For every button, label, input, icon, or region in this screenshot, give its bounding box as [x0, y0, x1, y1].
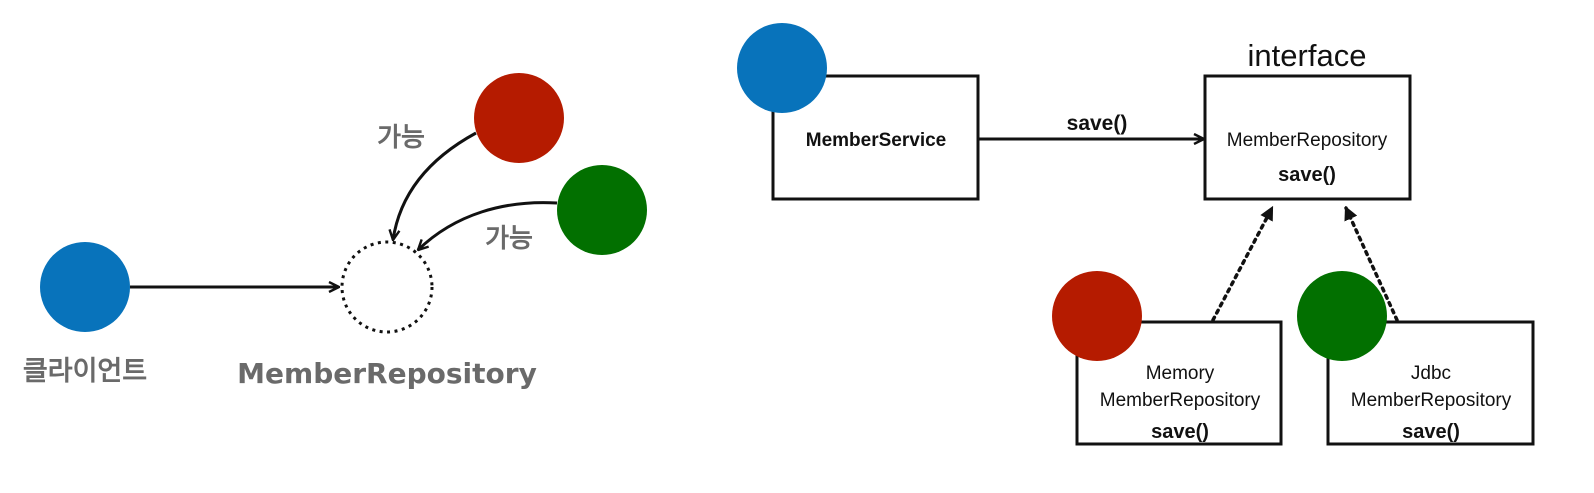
- interface-label: interface: [1248, 38, 1367, 73]
- member-repository-interface-box: [1203, 74, 1412, 201]
- right-diagram: interface MemberService save() MemberRep…: [737, 23, 1535, 446]
- jdbc-implements-arrow: [1344, 205, 1399, 322]
- client-label: 클라이언트: [23, 356, 147, 387]
- left-diagram: 클라이언트 MemberRepository 가능 가능: [23, 73, 647, 390]
- jdbc-box-line2: MemberRepository: [1351, 390, 1512, 411]
- memory-circle: [1052, 271, 1142, 361]
- member-service-label: MemberService: [806, 130, 946, 151]
- interface-box-name: MemberRepository: [1227, 130, 1388, 151]
- possible-label-green: 가능: [485, 224, 533, 254]
- repository-label: MemberRepository: [237, 357, 537, 390]
- jdbc-box-method: save(): [1402, 421, 1460, 443]
- red-implementation-circle: [474, 73, 564, 163]
- jdbc-circle: [1297, 271, 1387, 361]
- green-to-repository-arrow: [418, 201, 558, 250]
- memory-box-line1: Memory: [1146, 363, 1215, 384]
- red-to-repository-arrow: [393, 131, 477, 240]
- memory-implements-arrow: [1211, 205, 1274, 322]
- service-circle: [737, 23, 827, 113]
- client-circle: [40, 242, 130, 332]
- green-implementation-circle: [557, 165, 647, 255]
- jdbc-box-line1: Jdbc: [1411, 363, 1451, 384]
- possible-label-red: 가능: [377, 123, 425, 153]
- memory-box-method: save(): [1151, 421, 1209, 443]
- save-call-label: save(): [1067, 112, 1128, 135]
- interface-box-method: save(): [1278, 164, 1336, 186]
- repository-placeholder-circle: [340, 240, 434, 334]
- memory-box-line2: MemberRepository: [1100, 390, 1261, 411]
